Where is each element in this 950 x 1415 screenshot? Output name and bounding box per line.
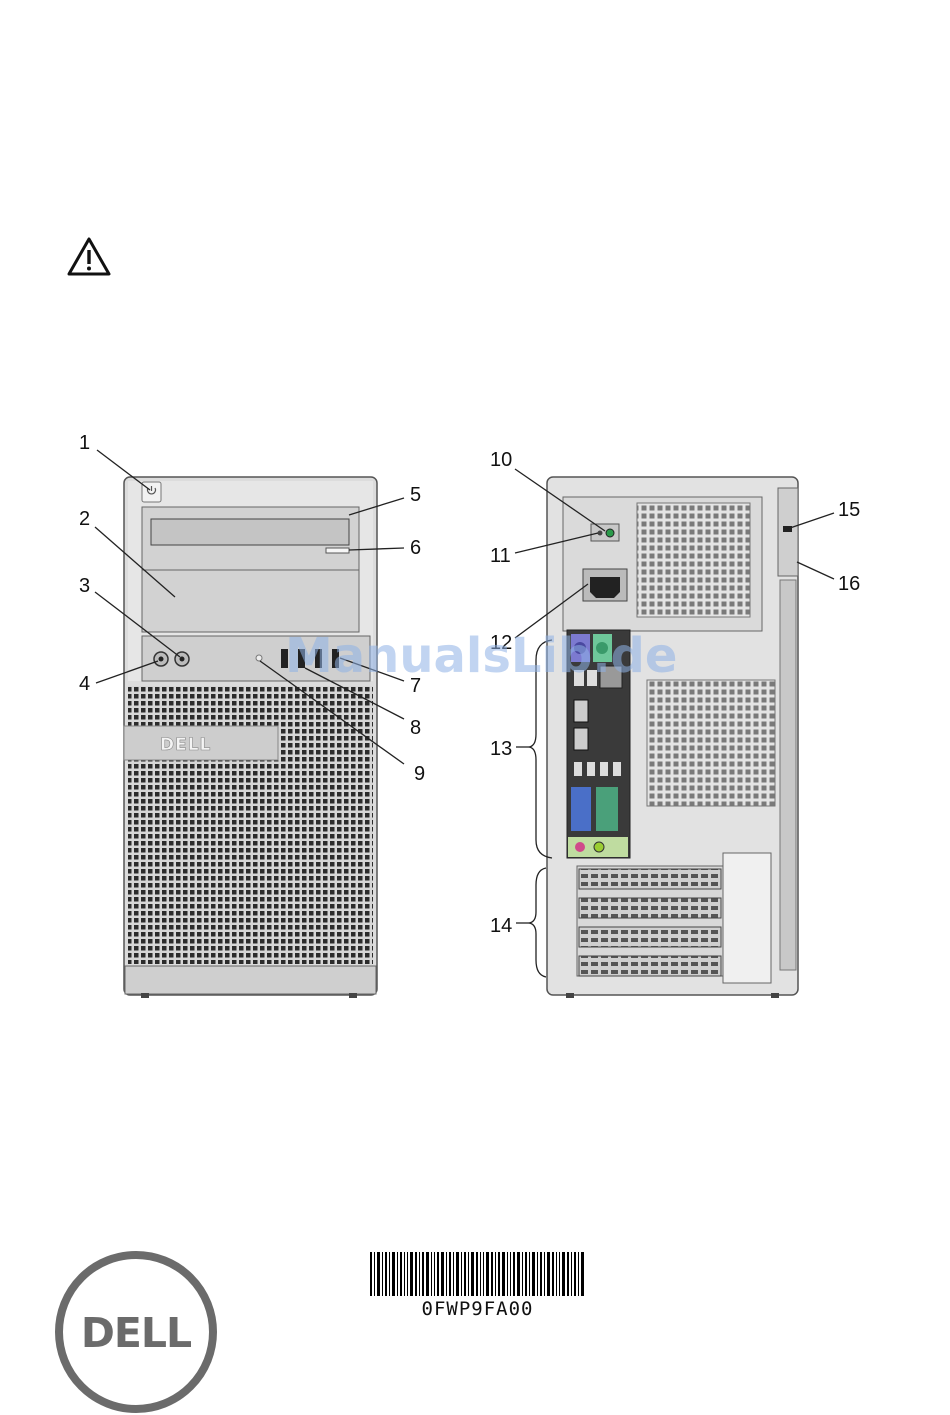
front-view: DELL xyxy=(124,477,377,998)
optical-eject-button xyxy=(326,548,349,553)
callout-11: 11 xyxy=(490,545,511,567)
callout-16: 16 xyxy=(838,573,860,595)
power-supply-test-button xyxy=(591,524,619,541)
barcode-text: 0FWP9FA00 xyxy=(370,1298,585,1320)
drive-activity-light xyxy=(256,655,262,661)
warning-triangle-icon xyxy=(66,236,112,278)
front-panel-logo: DELL xyxy=(160,735,211,755)
rear-fan-vent xyxy=(647,680,775,806)
computer-illustration: DELL xyxy=(0,420,950,1020)
security-cable-slot xyxy=(783,526,792,532)
callout-15: 15 xyxy=(838,499,860,521)
callout-6: 6 xyxy=(410,537,421,559)
padlock-ring xyxy=(780,580,796,970)
barcode xyxy=(370,1252,585,1298)
callout-9: 9 xyxy=(414,763,425,785)
dell-logo: DELL xyxy=(52,1250,220,1414)
callout-1: 1 xyxy=(79,432,90,454)
callout-4: 4 xyxy=(79,673,90,695)
power-button xyxy=(142,482,161,502)
callout-10: 10 xyxy=(490,449,512,471)
callout-5: 5 xyxy=(410,484,421,506)
watermark: ManualsLib.de xyxy=(285,628,677,684)
callout-2: 2 xyxy=(79,508,90,530)
callout-13: 13 xyxy=(490,738,512,760)
callout-8: 8 xyxy=(410,717,421,739)
back-view xyxy=(547,477,798,998)
power-supply-diagnostic-light xyxy=(606,529,614,537)
dell-logo-text: DELL xyxy=(81,1309,191,1357)
callout-3: 3 xyxy=(79,575,90,597)
callout-14: 14 xyxy=(490,915,512,937)
